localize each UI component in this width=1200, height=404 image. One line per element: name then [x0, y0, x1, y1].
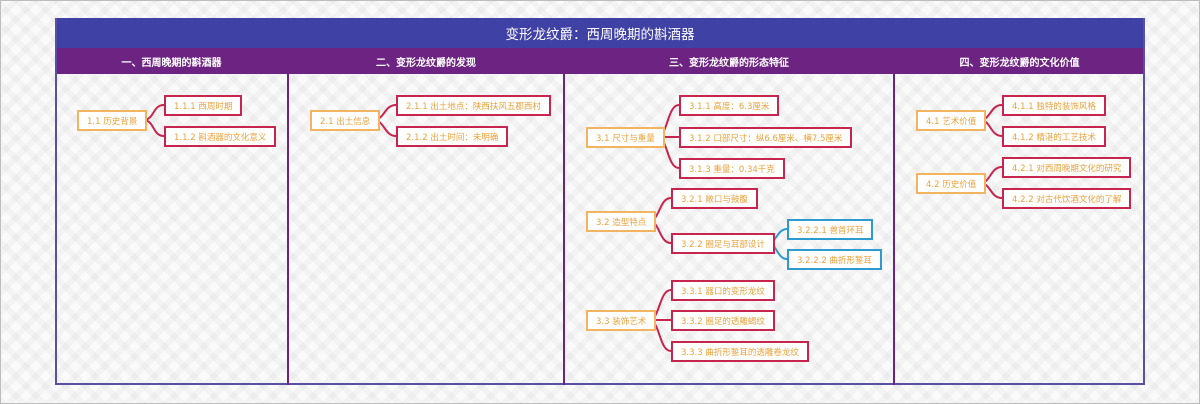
node-3-2-2[interactable]: 3.2.2 圈足与耳部设计 — [671, 233, 775, 254]
column-divider — [563, 74, 565, 385]
node-2-1-1[interactable]: 2.1.1 出土地点：陕西扶风五郡西村 — [396, 95, 551, 116]
node-4-1-2[interactable]: 4.1.2 精湛的工艺技术 — [1002, 126, 1106, 147]
node-3-2-1[interactable]: 3.2.1 敞口与鼓腹 — [671, 188, 758, 209]
column-header-3: 三、变形龙纹爵的形态特征 — [564, 48, 894, 74]
column-divider — [893, 74, 895, 385]
node-1-1[interactable]: 1.1 历史背景 — [77, 110, 148, 131]
column-header-4: 四、变形龙纹爵的文化价值 — [894, 48, 1145, 74]
node-4-1[interactable]: 4.1 艺术价值 — [916, 110, 987, 131]
diagram-title: 变形龙纹爵：西周晚期的斟酒器 — [55, 18, 1145, 48]
node-4-1-1[interactable]: 4.1.1 独特的装饰风格 — [1002, 95, 1106, 116]
node-4-2-1[interactable]: 4.2.1 对西周晚期文化的研究 — [1002, 157, 1132, 178]
node-3-2-2-1[interactable]: 3.2.2.1 兽首环耳 — [787, 219, 874, 240]
node-3-3-1[interactable]: 3.3.1 器口的变形龙纹 — [671, 280, 775, 301]
node-3-1-1[interactable]: 3.1.1 高度：6.3厘米 — [679, 95, 780, 116]
node-3-3-3[interactable]: 3.3.3 曲折形錾耳的透雕卷龙纹 — [671, 341, 809, 362]
column-header-2: 二、变形龙纹爵的发现 — [288, 48, 564, 74]
node-2-1[interactable]: 2.1 出土信息 — [310, 110, 381, 131]
node-3-3-2[interactable]: 3.3.2 圈足的透雕蝎纹 — [671, 310, 775, 331]
node-1-1-1[interactable]: 1.1.1 西周时期 — [164, 95, 243, 116]
node-4-2[interactable]: 4.2 历史价值 — [916, 173, 987, 194]
diagram-frame — [55, 18, 1145, 385]
column-divider — [287, 74, 289, 385]
node-3-1[interactable]: 3.1 尺寸与重量 — [586, 127, 665, 148]
column-header-1: 一、西周晚期的斟酒器 — [55, 48, 288, 74]
node-1-1-2[interactable]: 1.1.2 斟酒器的文化意义 — [164, 126, 277, 147]
node-3-1-3[interactable]: 3.1.3 重量：0.34千克 — [679, 158, 785, 179]
node-3-3[interactable]: 3.3 装饰艺术 — [586, 310, 657, 331]
node-3-2-2-2[interactable]: 3.2.2.2 曲折形錾耳 — [787, 249, 882, 270]
node-2-1-2[interactable]: 2.1.2 出土时间：未明确 — [396, 126, 509, 147]
node-3-1-2[interactable]: 3.1.2 口部尺寸：纵6.6厘米、横7.5厘米 — [679, 127, 853, 148]
node-3-2[interactable]: 3.2 造型特点 — [586, 211, 657, 232]
node-4-2-2[interactable]: 4.2.2 对古代饮酒文化的了解 — [1002, 188, 1132, 209]
